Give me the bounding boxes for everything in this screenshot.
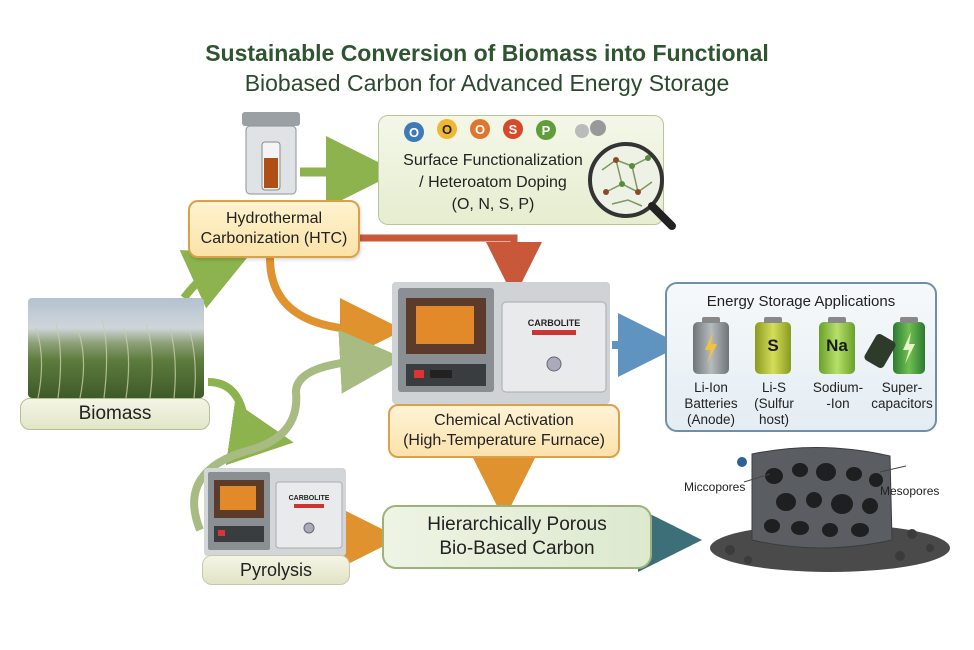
htc-box: Hydrothermal Carbonization (HTC) bbox=[188, 200, 360, 258]
magnifier-icon bbox=[588, 142, 676, 230]
chemical-activation-box: Chemical Activation (High-Temperature Fu… bbox=[388, 404, 620, 458]
diagram-title: Sustainable Conversion of Biomass into F… bbox=[0, 38, 974, 98]
li-s-battery-icon: S bbox=[755, 317, 791, 374]
li-s-badge: S bbox=[767, 336, 779, 355]
title-line-1: Sustainable Conversion of Biomass into F… bbox=[205, 40, 769, 66]
surface-line-2: / Heteroatom Doping bbox=[419, 174, 567, 191]
furnace-main-brand: CARBOLITE bbox=[528, 318, 581, 328]
htc-line-2: Carbonization (HTC) bbox=[200, 230, 348, 247]
micropores-label: Miccopores bbox=[684, 480, 745, 494]
molecule-3: S bbox=[509, 122, 518, 137]
molecule-2: O bbox=[475, 122, 485, 137]
surface-line-3: (O, N, S, P) bbox=[451, 196, 535, 213]
app-li-s: Li-S (Sulfur host) bbox=[754, 380, 794, 427]
arrow-biomass-to-pyrolysis bbox=[207, 378, 294, 466]
surface-text: Surface Functionalization / Heteroatom D… bbox=[393, 150, 593, 216]
small-capacitor-icon bbox=[862, 332, 898, 370]
mesopores-label: Mesopores bbox=[880, 484, 939, 498]
furnace-small-brand: CARBOLITE bbox=[289, 495, 330, 502]
sodium-ion-battery-icon: Na bbox=[819, 317, 855, 374]
app-supercapacitors: Super- capacitors bbox=[871, 380, 933, 411]
activation-line-2: (High-Temperature Furnace) bbox=[403, 432, 605, 449]
app-li-ion: Li-Ion Batteries (Anode) bbox=[684, 380, 738, 427]
porous-line-2: Bio-Based Carbon bbox=[439, 538, 595, 559]
molecule-4: P bbox=[542, 123, 551, 138]
activation-line-1: Chemical Activation bbox=[434, 412, 574, 429]
sodium-badge: Na bbox=[826, 336, 848, 355]
arrow-pyrolysis-to-furnace bbox=[190, 329, 404, 532]
supercapacitor-icon bbox=[893, 317, 925, 374]
title-line-2: Biobased Carbon for Advanced Energy Stor… bbox=[244, 70, 730, 96]
arrow-htc-to-furnace bbox=[266, 257, 404, 362]
app-sodium-ion: Sodium- -Ion bbox=[812, 380, 864, 411]
li-ion-battery-icon bbox=[693, 317, 729, 374]
arrow-htc-to-activation bbox=[360, 234, 542, 298]
molecule-0: O bbox=[409, 125, 419, 140]
arrow-biomass-to-htc bbox=[179, 250, 252, 309]
pyrolysis-label: Pyrolysis bbox=[202, 555, 350, 585]
surface-line-1: Surface Functionalization bbox=[403, 152, 583, 169]
energy-storage-panel: Energy Storage Applications S Na Li-Ion … bbox=[665, 282, 937, 432]
lightning-icon bbox=[705, 332, 717, 364]
furnace-small-illustration: CARBOLITE bbox=[204, 468, 346, 556]
molecule-1: O bbox=[442, 122, 452, 137]
porous-carbon-box: Hierarchically Porous Bio-Based Carbon bbox=[382, 505, 652, 569]
furnace-small-photo: CARBOLITE bbox=[204, 468, 346, 556]
grass-illustration bbox=[35, 319, 196, 398]
lightning-icon bbox=[903, 332, 915, 364]
furnace-main-illustration: CARBOLITE bbox=[392, 282, 610, 404]
energy-storage-title: Energy Storage Applications bbox=[706, 293, 896, 310]
biomass-photo bbox=[28, 298, 204, 398]
htc-line-1: Hydrothermal bbox=[225, 210, 323, 227]
porous-line-1: Hierarchically Porous bbox=[427, 514, 607, 535]
biomass-label: Biomass bbox=[20, 398, 210, 430]
furnace-main-photo: CARBOLITE bbox=[392, 282, 610, 404]
